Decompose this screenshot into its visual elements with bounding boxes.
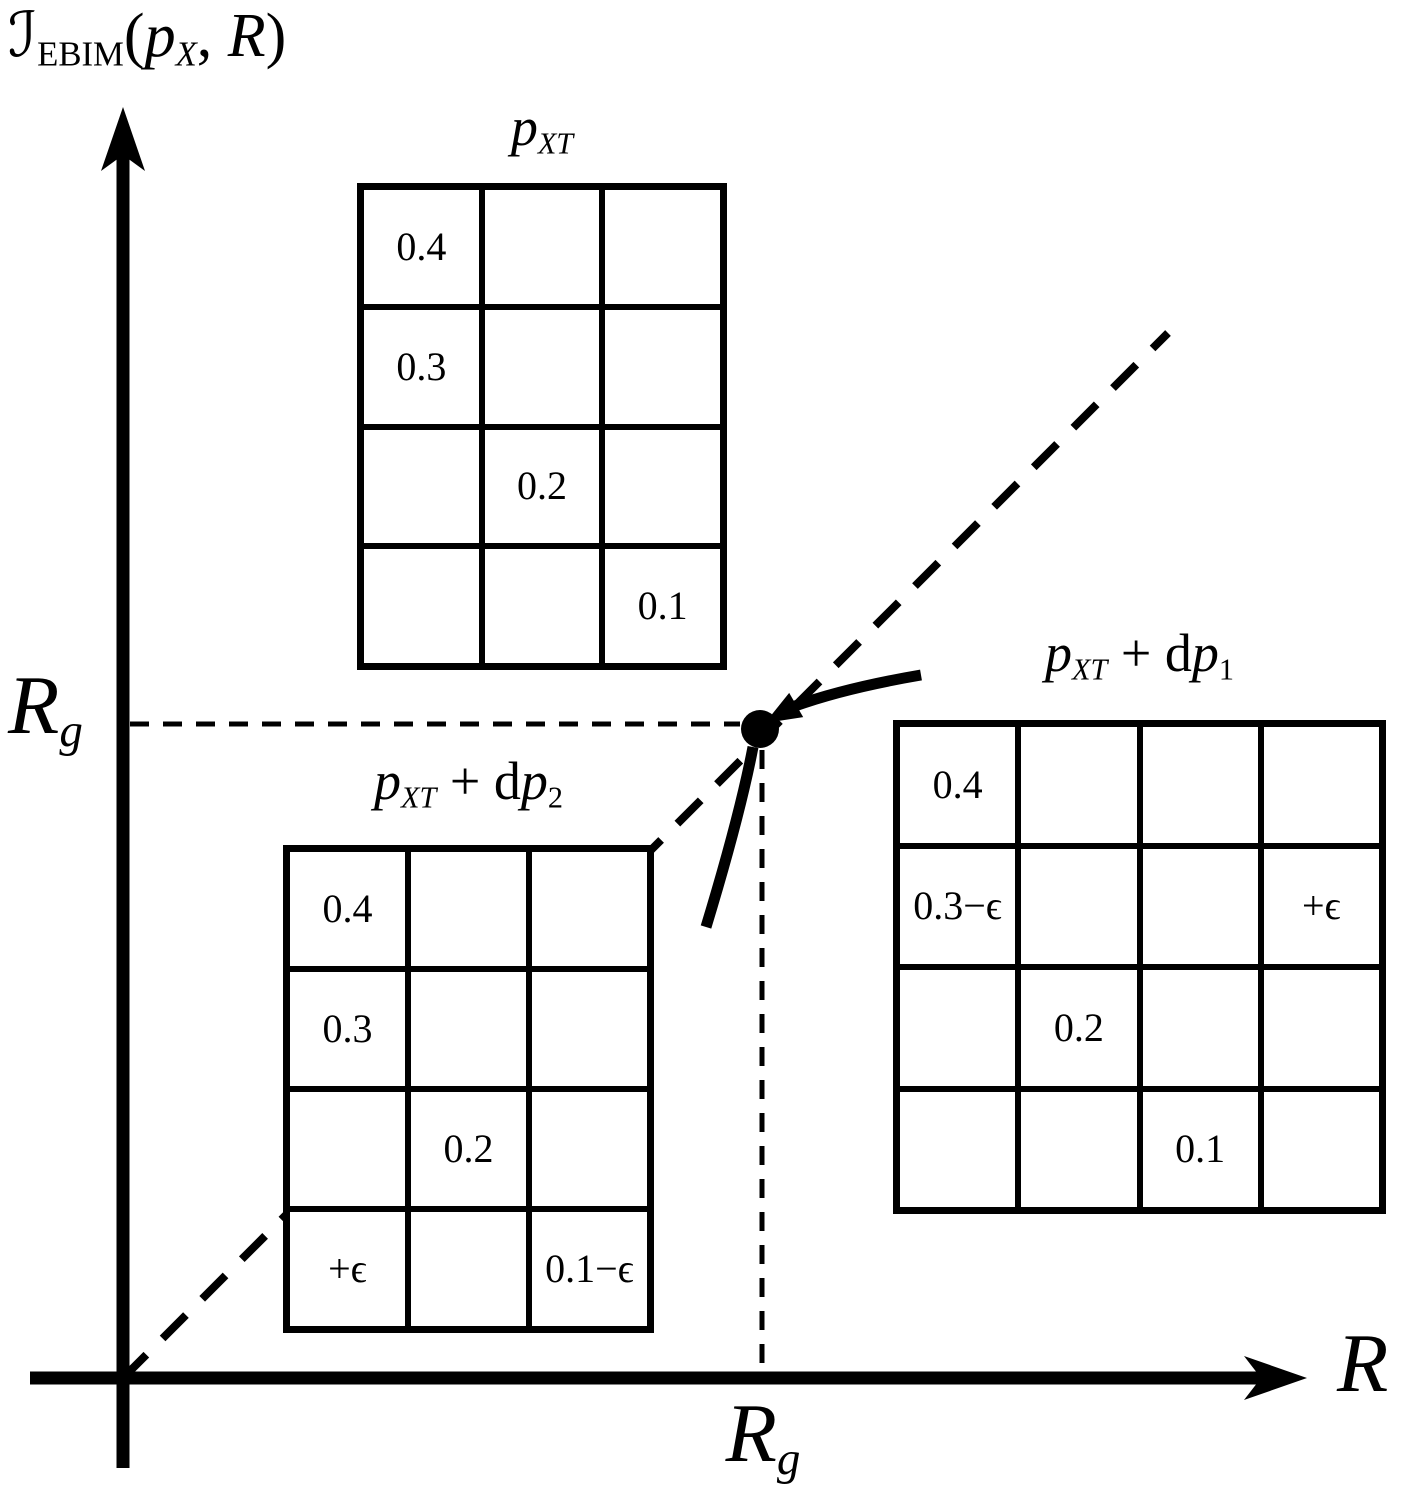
matrix-cell: 0.3	[287, 969, 408, 1089]
matrix-cell: 0.1−ϵ	[529, 1209, 650, 1329]
matrix-cell	[529, 969, 650, 1089]
matrix-pxt: 0.4 0.3 0.2 0.1	[357, 183, 727, 670]
upper-branch-curve	[793, 669, 922, 712]
matrix-cell: 0.3	[361, 306, 482, 427]
matrix-cell	[361, 426, 482, 547]
gate-point-dot	[741, 710, 779, 748]
matrix-cell	[1260, 724, 1382, 846]
upper-branch-arrowhead-icon	[765, 692, 804, 723]
matrix-cell: +ϵ	[1260, 845, 1382, 967]
matrix-cell	[408, 969, 529, 1089]
matrix-cell	[1139, 967, 1261, 1089]
matrix-cell	[1018, 845, 1140, 967]
y-axis-title: ℐEBIM(pX, R)	[8, 0, 287, 74]
x-gate-label: Rg	[725, 1387, 801, 1486]
matrix-cell	[1260, 967, 1382, 1089]
matrix-cell	[287, 1089, 408, 1209]
matrix-cell	[1139, 724, 1261, 846]
matrix-cell: 0.2	[408, 1089, 529, 1209]
matrix-cell	[481, 306, 603, 427]
matrix-cell: 0.1	[1139, 1088, 1261, 1210]
matrix-cell: 0.1	[602, 546, 723, 666]
matrix-cell	[1018, 1088, 1140, 1210]
script-I-symbol: ℐ	[8, 0, 38, 71]
matrix-cell	[408, 1209, 529, 1329]
matrix-cell: 0.3−ϵ	[897, 845, 1019, 967]
matrix-cell	[1018, 724, 1140, 846]
matrix-dp2-title: pXT + dp2	[374, 751, 563, 815]
matrix-dp2: 0.4 0.3 0.2 +ϵ 0.1−ϵ	[283, 845, 654, 1333]
matrix-cell	[602, 187, 723, 307]
matrix-cell	[529, 1089, 650, 1209]
y-axis-title-subscript: EBIM	[37, 34, 124, 74]
matrix-cell	[361, 546, 482, 666]
matrix-cell: 0.4	[361, 187, 482, 307]
lower-branch-curve	[700, 745, 759, 929]
matrix-cell	[897, 967, 1019, 1089]
x-axis-arrowhead-icon	[1244, 1356, 1307, 1400]
matrix-cell	[602, 426, 723, 547]
matrix-cell	[1139, 845, 1261, 967]
matrix-cell: 0.2	[1018, 967, 1140, 1089]
x-axis-label: R	[1337, 1317, 1389, 1410]
matrix-cell	[481, 187, 603, 307]
matrix-cell: 0.4	[897, 724, 1019, 846]
matrix-cell: 0.4	[287, 849, 408, 969]
matrix-cell	[897, 1088, 1019, 1210]
matrix-cell	[529, 849, 650, 969]
matrix-cell	[408, 849, 529, 969]
y-gate-label: Rg	[8, 659, 83, 758]
matrix-cell: 0.2	[481, 426, 603, 547]
matrix-cell	[481, 546, 603, 666]
matrix-dp1: 0.4 0.3−ϵ +ϵ 0.2 0.1	[893, 720, 1386, 1214]
y-axis-arrowhead-icon	[101, 107, 145, 171]
matrix-pxt-title: pXT	[510, 97, 574, 161]
matrix-dp1-title: pXT + dp1	[1045, 623, 1234, 687]
matrix-cell	[602, 306, 723, 427]
matrix-cell	[1260, 1088, 1382, 1210]
matrix-cell: +ϵ	[287, 1209, 408, 1329]
